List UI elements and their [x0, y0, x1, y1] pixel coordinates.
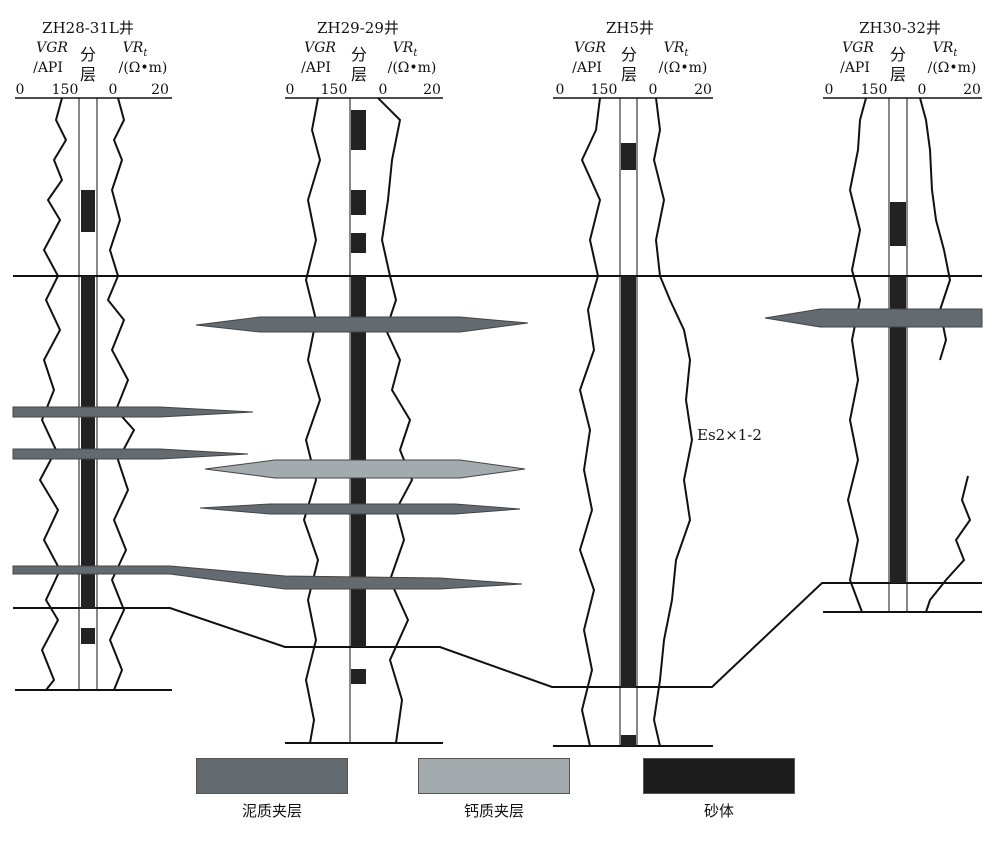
gr-unit-1: /API — [33, 60, 63, 76]
rt-unit-2: /(Ω•m) — [388, 60, 437, 76]
well-name-1: ZH28-31L井 — [42, 19, 134, 37]
layer-columns — [78, 98, 908, 746]
mud-interlayer — [199, 503, 521, 515]
tick-1-1: 150 — [52, 82, 79, 98]
layer-label-4b: 层 — [890, 65, 906, 84]
sand-body — [890, 202, 906, 246]
sand-body — [351, 190, 366, 215]
well-header-2: ZH29-29井 VGR /API 分 层 VRt /(Ω•m) 0 150 0… — [285, 19, 443, 99]
well-name-4: ZH30-32井 — [859, 19, 941, 37]
tick-4-0: 0 — [825, 82, 834, 98]
layer-label-1a: 分 — [80, 45, 96, 64]
rt-label-1: VRt — [123, 40, 149, 59]
rt-label-3: VRt — [664, 40, 690, 59]
tick-3-3: 20 — [694, 82, 712, 98]
mud-interlayer — [195, 316, 529, 333]
sand-body — [81, 190, 95, 232]
gr-label-3: VGR — [574, 40, 606, 56]
tick-1-3: 20 — [151, 82, 169, 98]
sand-body — [621, 143, 636, 170]
rt-unit-3: /(Ω•m) — [659, 60, 708, 76]
layer-label-4a: 分 — [890, 45, 906, 64]
layer-label-1b: 层 — [80, 65, 96, 84]
tick-3-1: 150 — [591, 82, 618, 98]
calc-interlayer — [204, 459, 526, 479]
mud-interlayer — [12, 565, 523, 590]
legend-swatch-mud — [196, 758, 348, 794]
bottom-boundary-line — [13, 582, 982, 688]
layer-label-2a: 分 — [351, 45, 367, 64]
tick-3-0: 0 — [556, 82, 565, 98]
well-header-4: ZH30-32井 VGR /API 分 层 VRt /(Ω•m) 0 150 0… — [823, 19, 982, 99]
layer-label-2b: 层 — [351, 65, 367, 84]
well-header-3: ZH5井 VGR /API 分 层 VRt /(Ω•m) 0 150 0 20 — [553, 19, 713, 99]
tick-4-1: 150 — [861, 82, 888, 98]
layer-label-3a: 分 — [621, 45, 637, 64]
gr-unit-3: /API — [572, 60, 602, 76]
gr-unit-2: /API — [301, 60, 331, 76]
tick-2-1: 150 — [321, 82, 348, 98]
sand-body — [351, 669, 366, 684]
mud-interlayer — [12, 406, 254, 418]
sand-body — [621, 276, 636, 688]
well-name-3: ZH5井 — [606, 19, 654, 37]
gr-label-4: VGR — [842, 40, 874, 56]
legend-swatch-calc — [418, 758, 570, 794]
legend-swatch-sand — [643, 758, 795, 794]
gr-label-1: VGR — [36, 40, 68, 56]
rt-label-2: VRt — [393, 40, 419, 59]
tick-4-2: 0 — [918, 82, 927, 98]
legend-label-mud: 泥质夹层 — [241, 802, 302, 820]
rt-unit-4: /(Ω•m) — [928, 60, 977, 76]
layer-name-label: Es2×1-2 — [697, 426, 762, 444]
tick-1-0: 0 — [16, 82, 25, 98]
legend-label-sand: 砂体 — [703, 802, 734, 820]
tick-2-2: 0 — [379, 82, 388, 98]
tick-3-2: 0 — [649, 82, 658, 98]
gr-unit-4: /API — [840, 60, 870, 76]
tick-1-2: 0 — [109, 82, 118, 98]
sand-body — [351, 233, 366, 253]
mud-interlayer — [764, 308, 983, 328]
sand-body — [81, 276, 95, 609]
interlayers — [12, 308, 983, 590]
rt-unit-1: /(Ω•m) — [119, 60, 168, 76]
sand-body — [621, 735, 636, 746]
sand-body — [890, 276, 906, 583]
legend-label-calc: 钙质夹层 — [463, 802, 524, 820]
mud-interlayer — [12, 448, 249, 460]
rt-label-4: VRt — [933, 40, 959, 59]
layer-label-3b: 层 — [621, 65, 637, 84]
sand-body — [81, 628, 95, 644]
well-name-2: ZH29-29井 — [317, 19, 399, 37]
gr-label-2: VGR — [304, 40, 336, 56]
tick-2-0: 0 — [286, 82, 295, 98]
sand-body — [351, 110, 366, 150]
well-header-1: ZH28-31L井 VGR /API 分 层 VRt /(Ω•m) 0 150 … — [15, 19, 172, 99]
tick-2-3: 20 — [423, 82, 441, 98]
log-curves — [38, 97, 972, 747]
tick-4-3: 20 — [963, 82, 981, 98]
